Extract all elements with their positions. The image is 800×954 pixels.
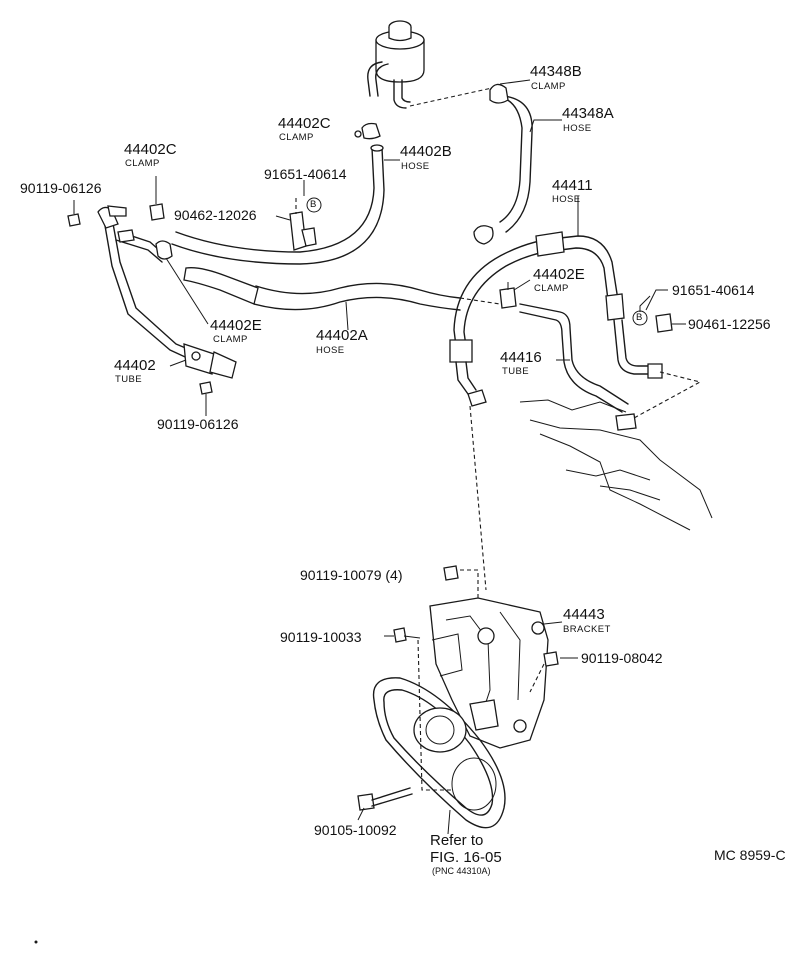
- label-44402e-right-name: CLAMP: [534, 283, 569, 294]
- label-44402c-left-name: CLAMP: [125, 158, 160, 169]
- label-44348a-name: HOSE: [563, 123, 592, 134]
- label-44402a-number: 44402A: [316, 327, 368, 344]
- bolt-90105-10092-illustration: [357, 787, 413, 811]
- scan-speck: [34, 940, 38, 944]
- leader-91651-right: [645, 289, 668, 311]
- label-44411-name: HOSE: [552, 194, 581, 205]
- leader-10092: [357, 807, 365, 821]
- label-91651-left: 91651-40614: [264, 166, 347, 182]
- label-90119-08042: 90119-08042: [581, 650, 663, 666]
- engine-block-illustration: [519, 399, 713, 531]
- label-44416-name: TUBE: [502, 366, 529, 377]
- label-44411-number: 44411: [552, 177, 593, 194]
- label-44416-number: 44416: [500, 349, 542, 366]
- label-44348a-number: 44348A: [562, 105, 614, 122]
- label-44402-name: TUBE: [115, 374, 142, 385]
- leader-reservoir-44348b: [409, 87, 493, 107]
- label-91651-right: 91651-40614: [672, 282, 755, 298]
- label-90105-10092: 90105-10092: [314, 822, 397, 838]
- clamp-90461-illustration: [639, 295, 673, 333]
- hose-44348a-illustration: [473, 83, 533, 245]
- belt-illustration: [372, 677, 506, 829]
- leader-44402a: [345, 301, 349, 331]
- leader-right-3: [460, 569, 479, 600]
- label-44402b-number: 44402B: [400, 143, 452, 160]
- label-90119-06126-top: 90119-06126: [20, 180, 102, 196]
- label-44348b-name: CLAMP: [531, 81, 566, 92]
- label-44402e-left-number: 44402E: [210, 317, 262, 334]
- bracket-90462-illustration: [275, 180, 317, 251]
- bolt-90119-08042-illustration: [529, 651, 559, 693]
- label-90462: 90462-12026: [174, 207, 257, 223]
- symbol-b-left: [306, 197, 322, 213]
- pump-bracket-illustration: [429, 597, 549, 749]
- leader-44443: [543, 621, 563, 625]
- label-44443-name: BRACKET: [563, 624, 611, 635]
- leader-right-1: [633, 371, 702, 419]
- reference-line1: Refer to: [430, 832, 484, 849]
- label-44402-number: 44402: [114, 357, 156, 374]
- label-44402c-top-name: CLAMP: [279, 132, 314, 143]
- label-90461: 90461-12256: [688, 316, 771, 332]
- label-44443-number: 44443: [563, 606, 605, 623]
- tube-44402-illustration: [97, 205, 237, 379]
- bolt-90119-10033-illustration: [393, 627, 421, 643]
- clamp-44402c-left-illustration: [67, 176, 165, 227]
- leader-44348a: [529, 119, 562, 133]
- bolt-90119-10079-illustration: [443, 565, 459, 581]
- symbol-b-right: [632, 310, 648, 326]
- label-90119-06126-bottom: 90119-06126: [157, 416, 239, 432]
- leader-44402e-right: [513, 279, 531, 291]
- label-44402c-top-number: 44402C: [278, 115, 331, 132]
- bolt-90119-06126-bottom-illustration: [199, 381, 213, 410]
- label-44402e-left-name: CLAMP: [213, 334, 248, 345]
- hose-44402b-illustration: [171, 122, 385, 265]
- clamp-44402e-left-illustration: [155, 240, 209, 325]
- label-90119-10079: 90119-10079 (4): [300, 567, 403, 583]
- symbol-b-right-text: B: [636, 312, 643, 323]
- reference-line3: (PNC 44310A): [432, 866, 491, 876]
- hose-44402a-illustration: [183, 267, 501, 311]
- label-44348b-number: 44348B: [530, 63, 582, 80]
- leader-reference: [447, 809, 451, 835]
- leader-44402: [169, 359, 187, 367]
- diagram-code: MC 8959-C: [714, 847, 786, 863]
- leader-bracket: [417, 639, 452, 791]
- label-90119-10033: 90119-10033: [280, 629, 362, 645]
- reservoir-illustration: [367, 20, 425, 109]
- symbol-b-left-text: B: [310, 199, 317, 210]
- reference-line2: FIG. 16-05: [430, 849, 502, 866]
- tube-44416-illustration: [499, 282, 637, 431]
- label-44402b-name: HOSE: [401, 161, 430, 172]
- leader-right-2: [469, 405, 487, 591]
- label-44402e-right-number: 44402E: [533, 266, 585, 283]
- label-44402a-name: HOSE: [316, 345, 345, 356]
- hose-44411-illustration: [449, 231, 663, 407]
- label-44402c-left-number: 44402C: [124, 141, 177, 158]
- leader-44348b: [499, 79, 531, 85]
